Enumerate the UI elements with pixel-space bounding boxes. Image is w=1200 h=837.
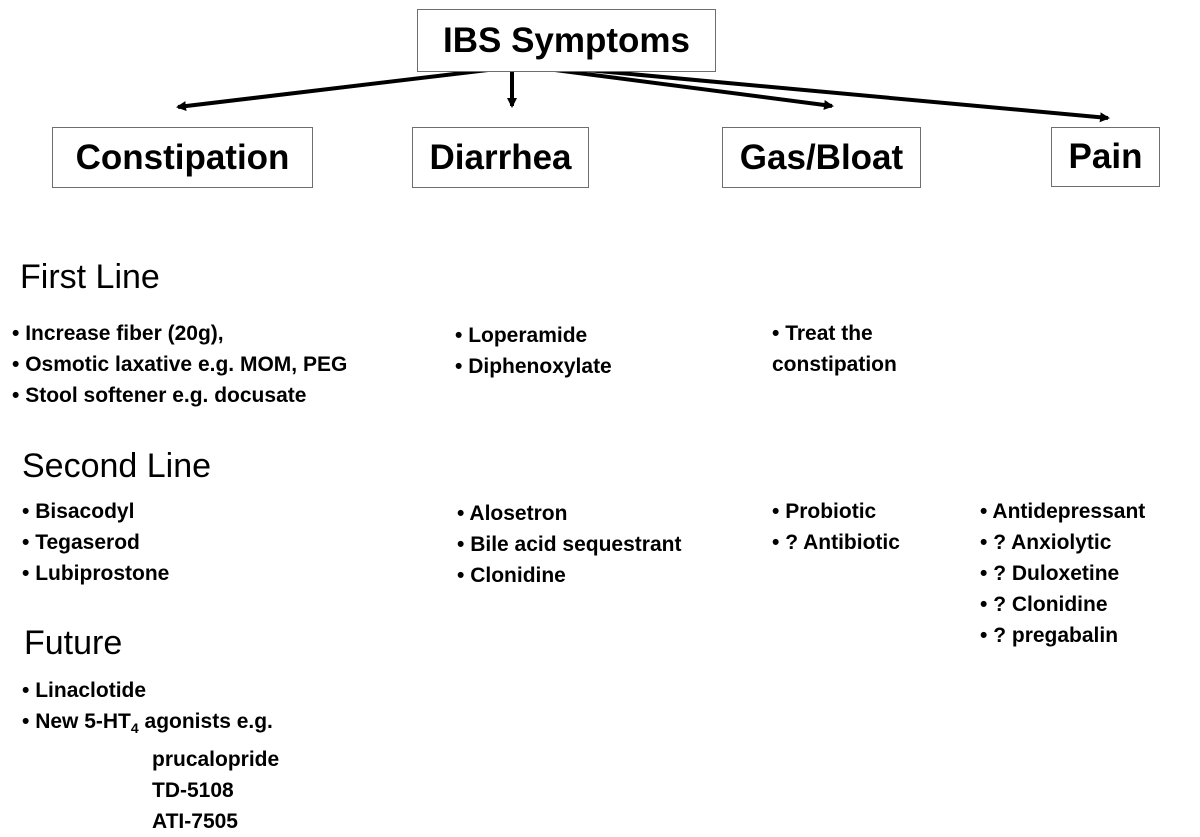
list-item: constipation bbox=[772, 353, 897, 376]
list-item: • ? Duloxetine bbox=[980, 562, 1120, 585]
list-item: • Probiotic bbox=[772, 500, 877, 523]
diarrhea-box: Diarrhea bbox=[412, 127, 589, 188]
constipation-label: Constipation bbox=[75, 137, 290, 177]
first-line-constipation-list: • Increase fiber (20g), • Osmotic laxati… bbox=[12, 318, 347, 411]
second-line-constipation-list: • Bisacodyl • Tegaserod • Lubiprostone bbox=[22, 496, 169, 589]
list-item: • Antidepressant bbox=[980, 500, 1146, 523]
list-item: • Increase fiber (20g), bbox=[12, 322, 224, 345]
list-item: • New 5-HT4 agonists e.g. bbox=[22, 710, 273, 737]
arrow-to-pain bbox=[564, 66, 1110, 123]
list-item: • Linaclotide bbox=[22, 679, 147, 702]
first-line-diarrhea-list: • Loperamide • Diphenoxylate bbox=[455, 320, 612, 382]
gas-bloat-box: Gas/Bloat bbox=[722, 127, 921, 188]
list-item: • ? pregabalin bbox=[980, 624, 1119, 647]
second-line-diarrhea-list: • Alosetron • Bile acid sequestrant • Cl… bbox=[457, 498, 681, 591]
list-item: • Tegaserod bbox=[22, 531, 140, 554]
pain-box: Pain bbox=[1051, 127, 1160, 187]
first-line-gas-bloat-list: • Treat the constipation bbox=[772, 318, 897, 380]
list-item: TD-5108 bbox=[152, 779, 234, 803]
list-item: • ? Antibiotic bbox=[772, 531, 900, 554]
list-item: • ? Clonidine bbox=[980, 593, 1108, 616]
list-item: • Lubiprostone bbox=[22, 562, 170, 585]
list-item: • Osmotic laxative e.g. MOM, PEG bbox=[12, 353, 348, 376]
ibs-symptoms-box: IBS Symptoms bbox=[417, 9, 716, 72]
arrow-to-gas-bloat bbox=[554, 68, 834, 110]
second-line-gas-bloat-list: • Probiotic • ? Antibiotic bbox=[772, 496, 900, 558]
list-item: • Stool softener e.g. docusate bbox=[12, 384, 307, 407]
list-item: prucalopride bbox=[152, 748, 280, 772]
list-item: • Bile acid sequestrant bbox=[457, 533, 682, 556]
list-item: • Clonidine bbox=[457, 564, 566, 587]
second-line-pain-list: • Antidepressant • ? Anxiolytic • ? Dulo… bbox=[980, 496, 1145, 651]
constipation-box: Constipation bbox=[52, 127, 313, 188]
pain-label: Pain bbox=[1068, 137, 1143, 176]
ibs-symptoms-title: IBS Symptoms bbox=[443, 20, 690, 60]
first-line-heading: First Line bbox=[20, 258, 160, 296]
list-item: • Alosetron bbox=[457, 502, 568, 525]
second-line-heading: Second Line bbox=[22, 447, 212, 485]
arrow-to-constipation bbox=[176, 68, 489, 112]
diarrhea-label: Diarrhea bbox=[429, 137, 572, 177]
list-item: • Treat the bbox=[772, 322, 873, 345]
future-list: • Linaclotide • New 5-HT4 agonists e.g. … bbox=[22, 675, 279, 837]
list-item: • Diphenoxylate bbox=[455, 355, 612, 378]
future-heading: Future bbox=[24, 624, 123, 662]
list-item: • ? Anxiolytic bbox=[980, 531, 1112, 554]
list-item: • Bisacodyl bbox=[22, 500, 135, 523]
gas-bloat-label: Gas/Bloat bbox=[739, 137, 904, 177]
list-item: ATI-7505 bbox=[152, 810, 238, 834]
list-item: • Loperamide bbox=[455, 324, 588, 347]
